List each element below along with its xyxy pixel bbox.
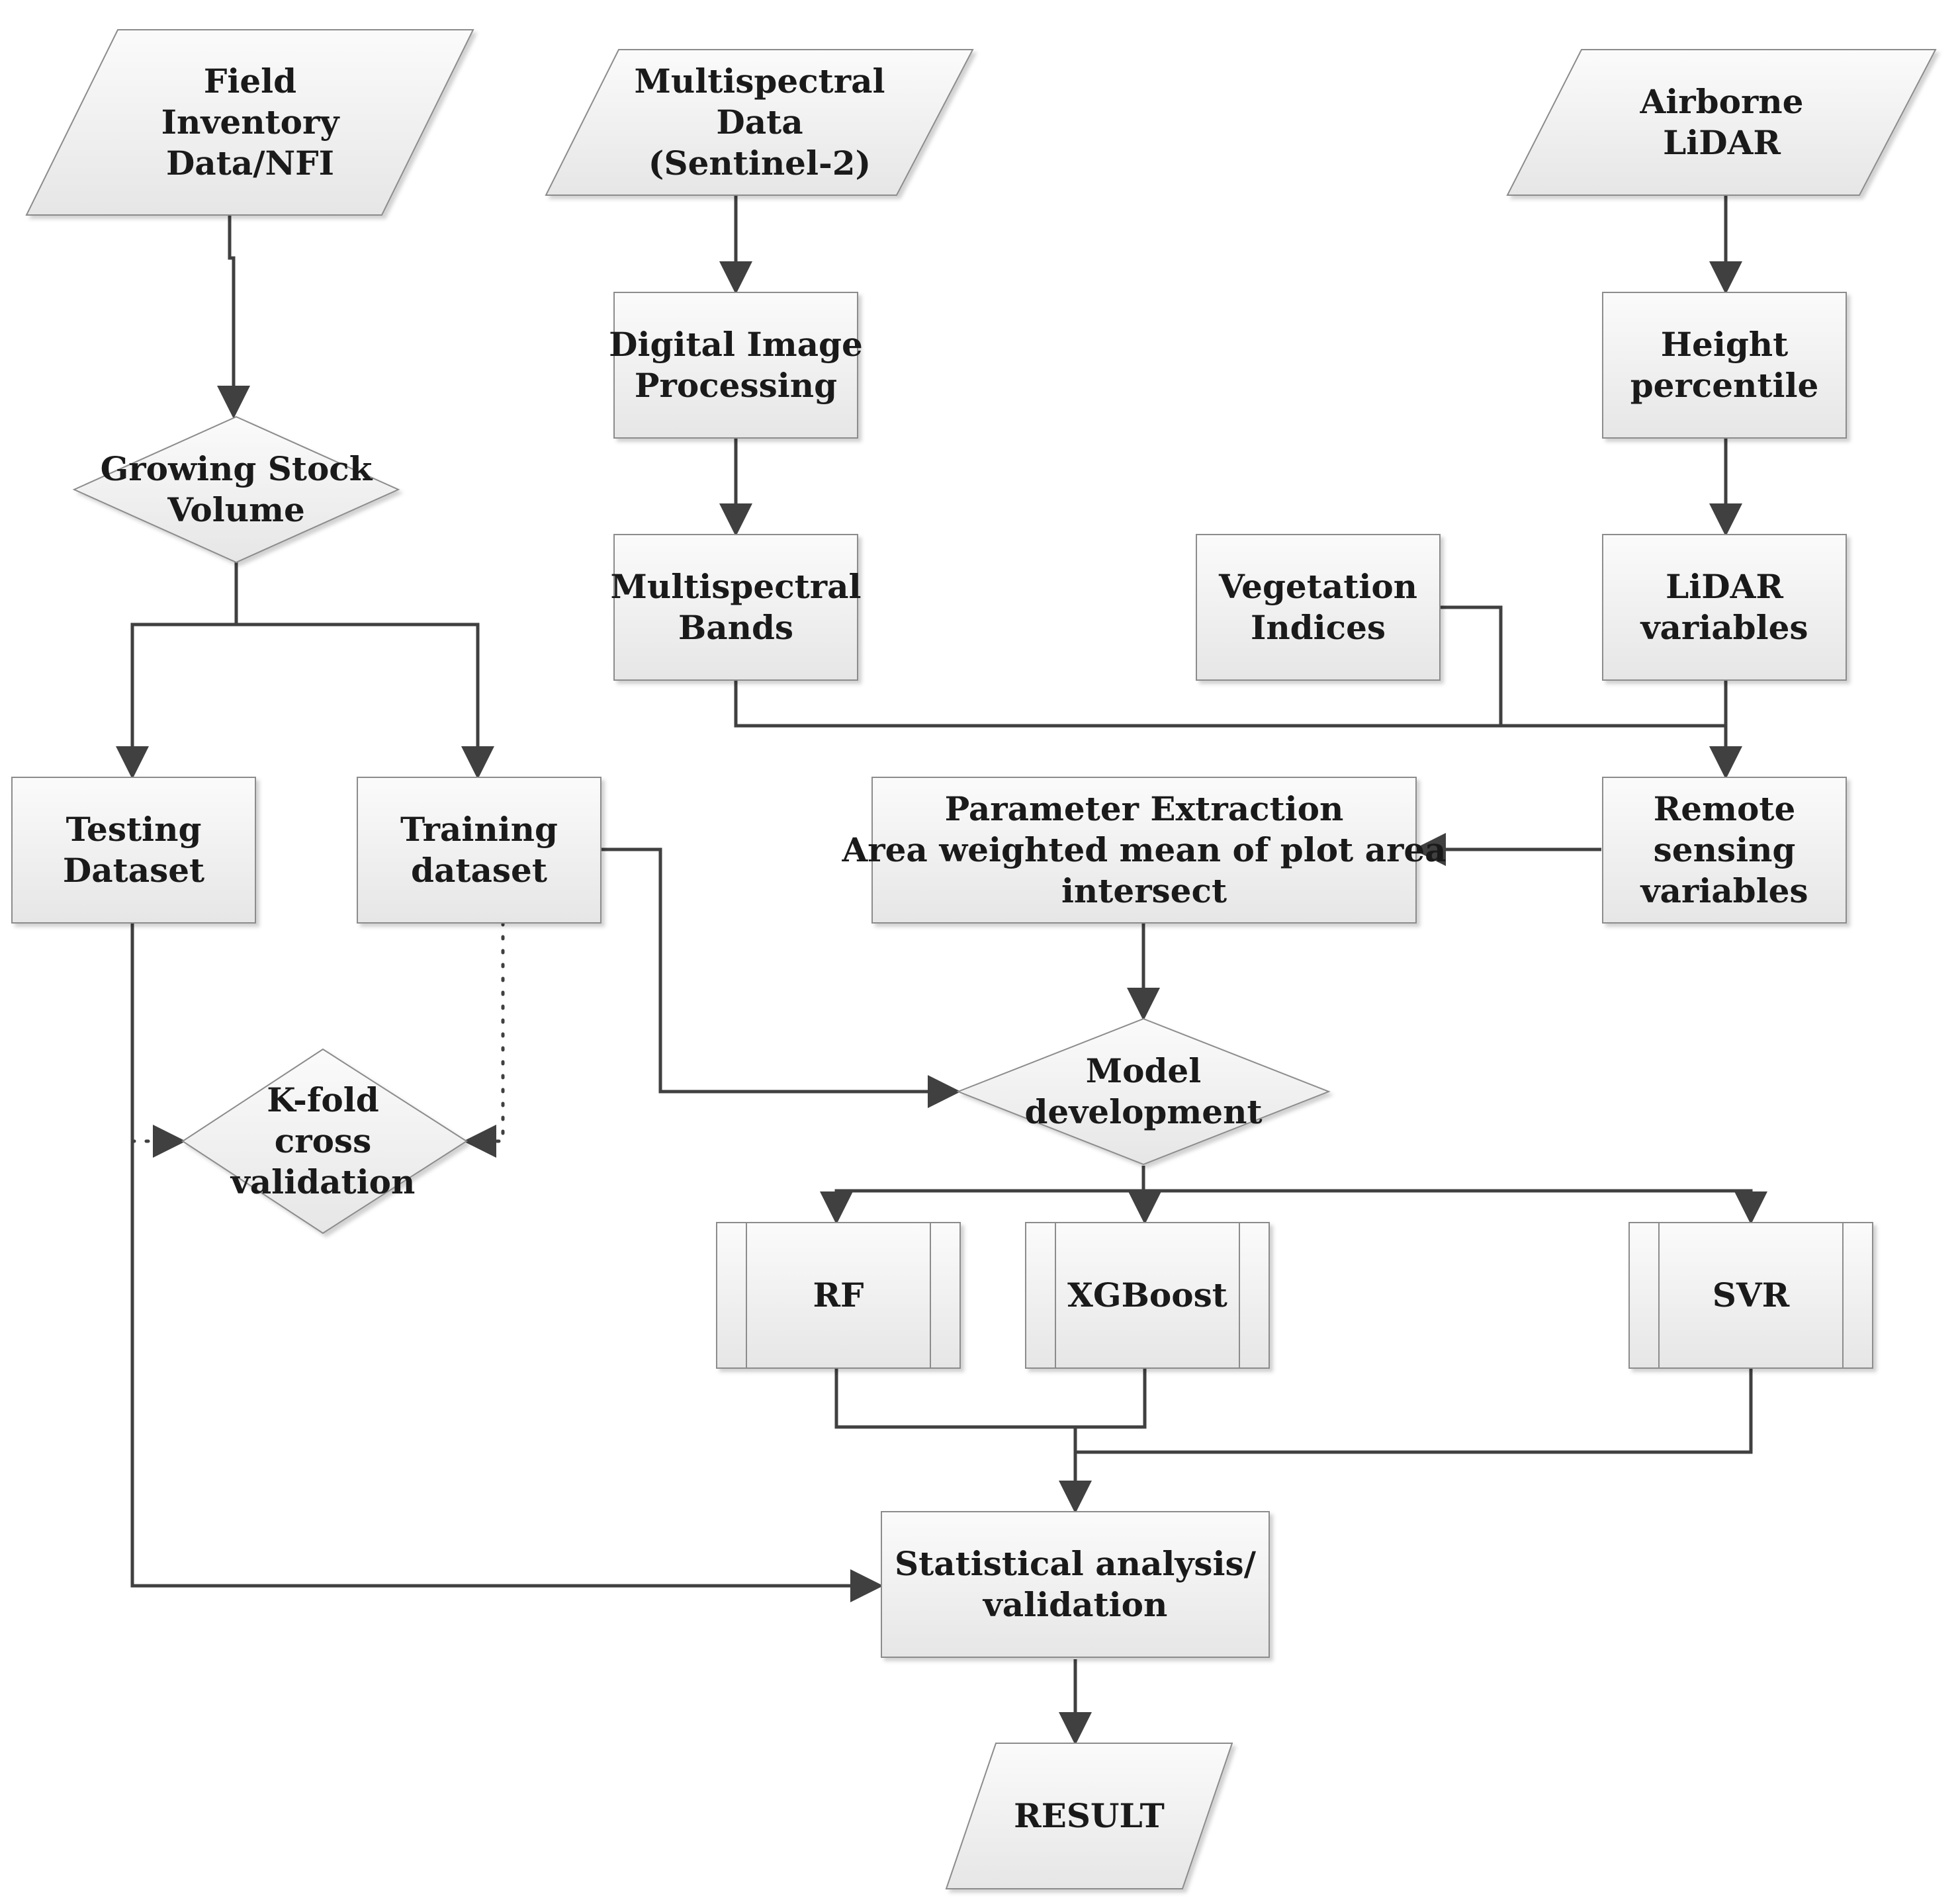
label-line: Growing Stock — [101, 449, 373, 488]
label-line: variables — [1640, 608, 1808, 647]
label-line: variables — [1640, 871, 1808, 910]
label-line: Processing — [635, 366, 837, 405]
label-line: Training — [400, 810, 558, 849]
label-line: Data/NFI — [166, 144, 334, 183]
edge-growing-stock-to-testing — [116, 562, 238, 779]
edge-training-to-model — [600, 847, 961, 1108]
label-line: cross — [275, 1121, 371, 1160]
label-line: Vegetation — [1218, 567, 1417, 606]
label-line: XGBoost — [1067, 1275, 1227, 1315]
edge-model-to-xgboost — [1128, 1189, 1161, 1225]
label-line: Area weighted mean of plot area — [841, 830, 1446, 869]
label-line: RF — [813, 1275, 864, 1315]
label-line: Indices — [1251, 608, 1386, 647]
edge-model-to-svr — [1143, 1189, 1767, 1225]
node-rf: RF — [716, 1222, 961, 1369]
label-line: Inventory — [161, 103, 341, 142]
edge-growing-stock-to-training — [236, 623, 494, 779]
label-line: (Sentinel-2) — [648, 144, 871, 183]
svr-label: SVR — [1713, 1275, 1790, 1315]
label-line: development — [1024, 1092, 1262, 1131]
label-line: Data — [716, 103, 803, 142]
label-line: RESULT — [1014, 1796, 1165, 1835]
node-result: RESULT — [945, 1743, 1233, 1889]
label-line: Airborne — [1640, 82, 1804, 121]
edge-svr-to-merge — [1075, 1367, 1753, 1454]
label-line: Volume — [167, 490, 305, 529]
label-line: SVR — [1713, 1275, 1790, 1315]
label-line: LiDAR — [1666, 567, 1783, 606]
statistical-analysis-label: Statistical analysis/validation — [895, 1544, 1257, 1624]
edge-model-to-rf — [820, 1166, 1145, 1225]
label-line: percentile — [1630, 366, 1819, 405]
node-xgboost: XGBoost — [1025, 1222, 1270, 1369]
label-line: Model — [1086, 1051, 1201, 1090]
label-line: sensing — [1654, 830, 1796, 869]
label-line: intersect — [1061, 871, 1227, 910]
edge-field-inventory-to-growing-stock — [217, 195, 250, 419]
label-line: validation — [983, 1585, 1168, 1624]
edge-vegetation-indices-to-remote-sensing — [1440, 605, 1503, 726]
label-line: Dataset — [63, 851, 204, 890]
rf-label: RF — [813, 1275, 864, 1315]
xgboost-label: XGBoost — [1067, 1275, 1227, 1315]
edge-multispectral-bands-to-remote-sensing — [734, 679, 1726, 728]
edge-rf-to-merge — [834, 1367, 1147, 1429]
label-line: Statistical analysis/ — [895, 1544, 1257, 1583]
node-statistical-analysis: Statistical analysis/validation — [881, 1511, 1270, 1658]
label-line: K-fold — [267, 1080, 379, 1119]
label-line: LiDAR — [1663, 123, 1781, 162]
label-line: Testing — [66, 810, 202, 849]
edge-training-to-kfold — [463, 921, 505, 1158]
label-line: dataset — [411, 851, 547, 890]
node-svr: SVR — [1628, 1222, 1873, 1369]
label-line: Bands — [678, 608, 793, 647]
label-line: Multispectral — [635, 62, 885, 101]
label-line: Field — [204, 62, 296, 101]
label-line: Parameter Extraction — [945, 789, 1344, 828]
label-line: Remote — [1654, 789, 1796, 828]
edges — [116, 195, 1767, 1745]
edge-testing-to-statistical — [130, 923, 883, 1602]
label-line: validation — [230, 1162, 416, 1201]
label-line: Height — [1661, 325, 1788, 364]
label-line: Digital Image — [609, 325, 863, 364]
label-line: Multispectral — [611, 567, 862, 606]
result-label: RESULT — [1014, 1796, 1165, 1835]
